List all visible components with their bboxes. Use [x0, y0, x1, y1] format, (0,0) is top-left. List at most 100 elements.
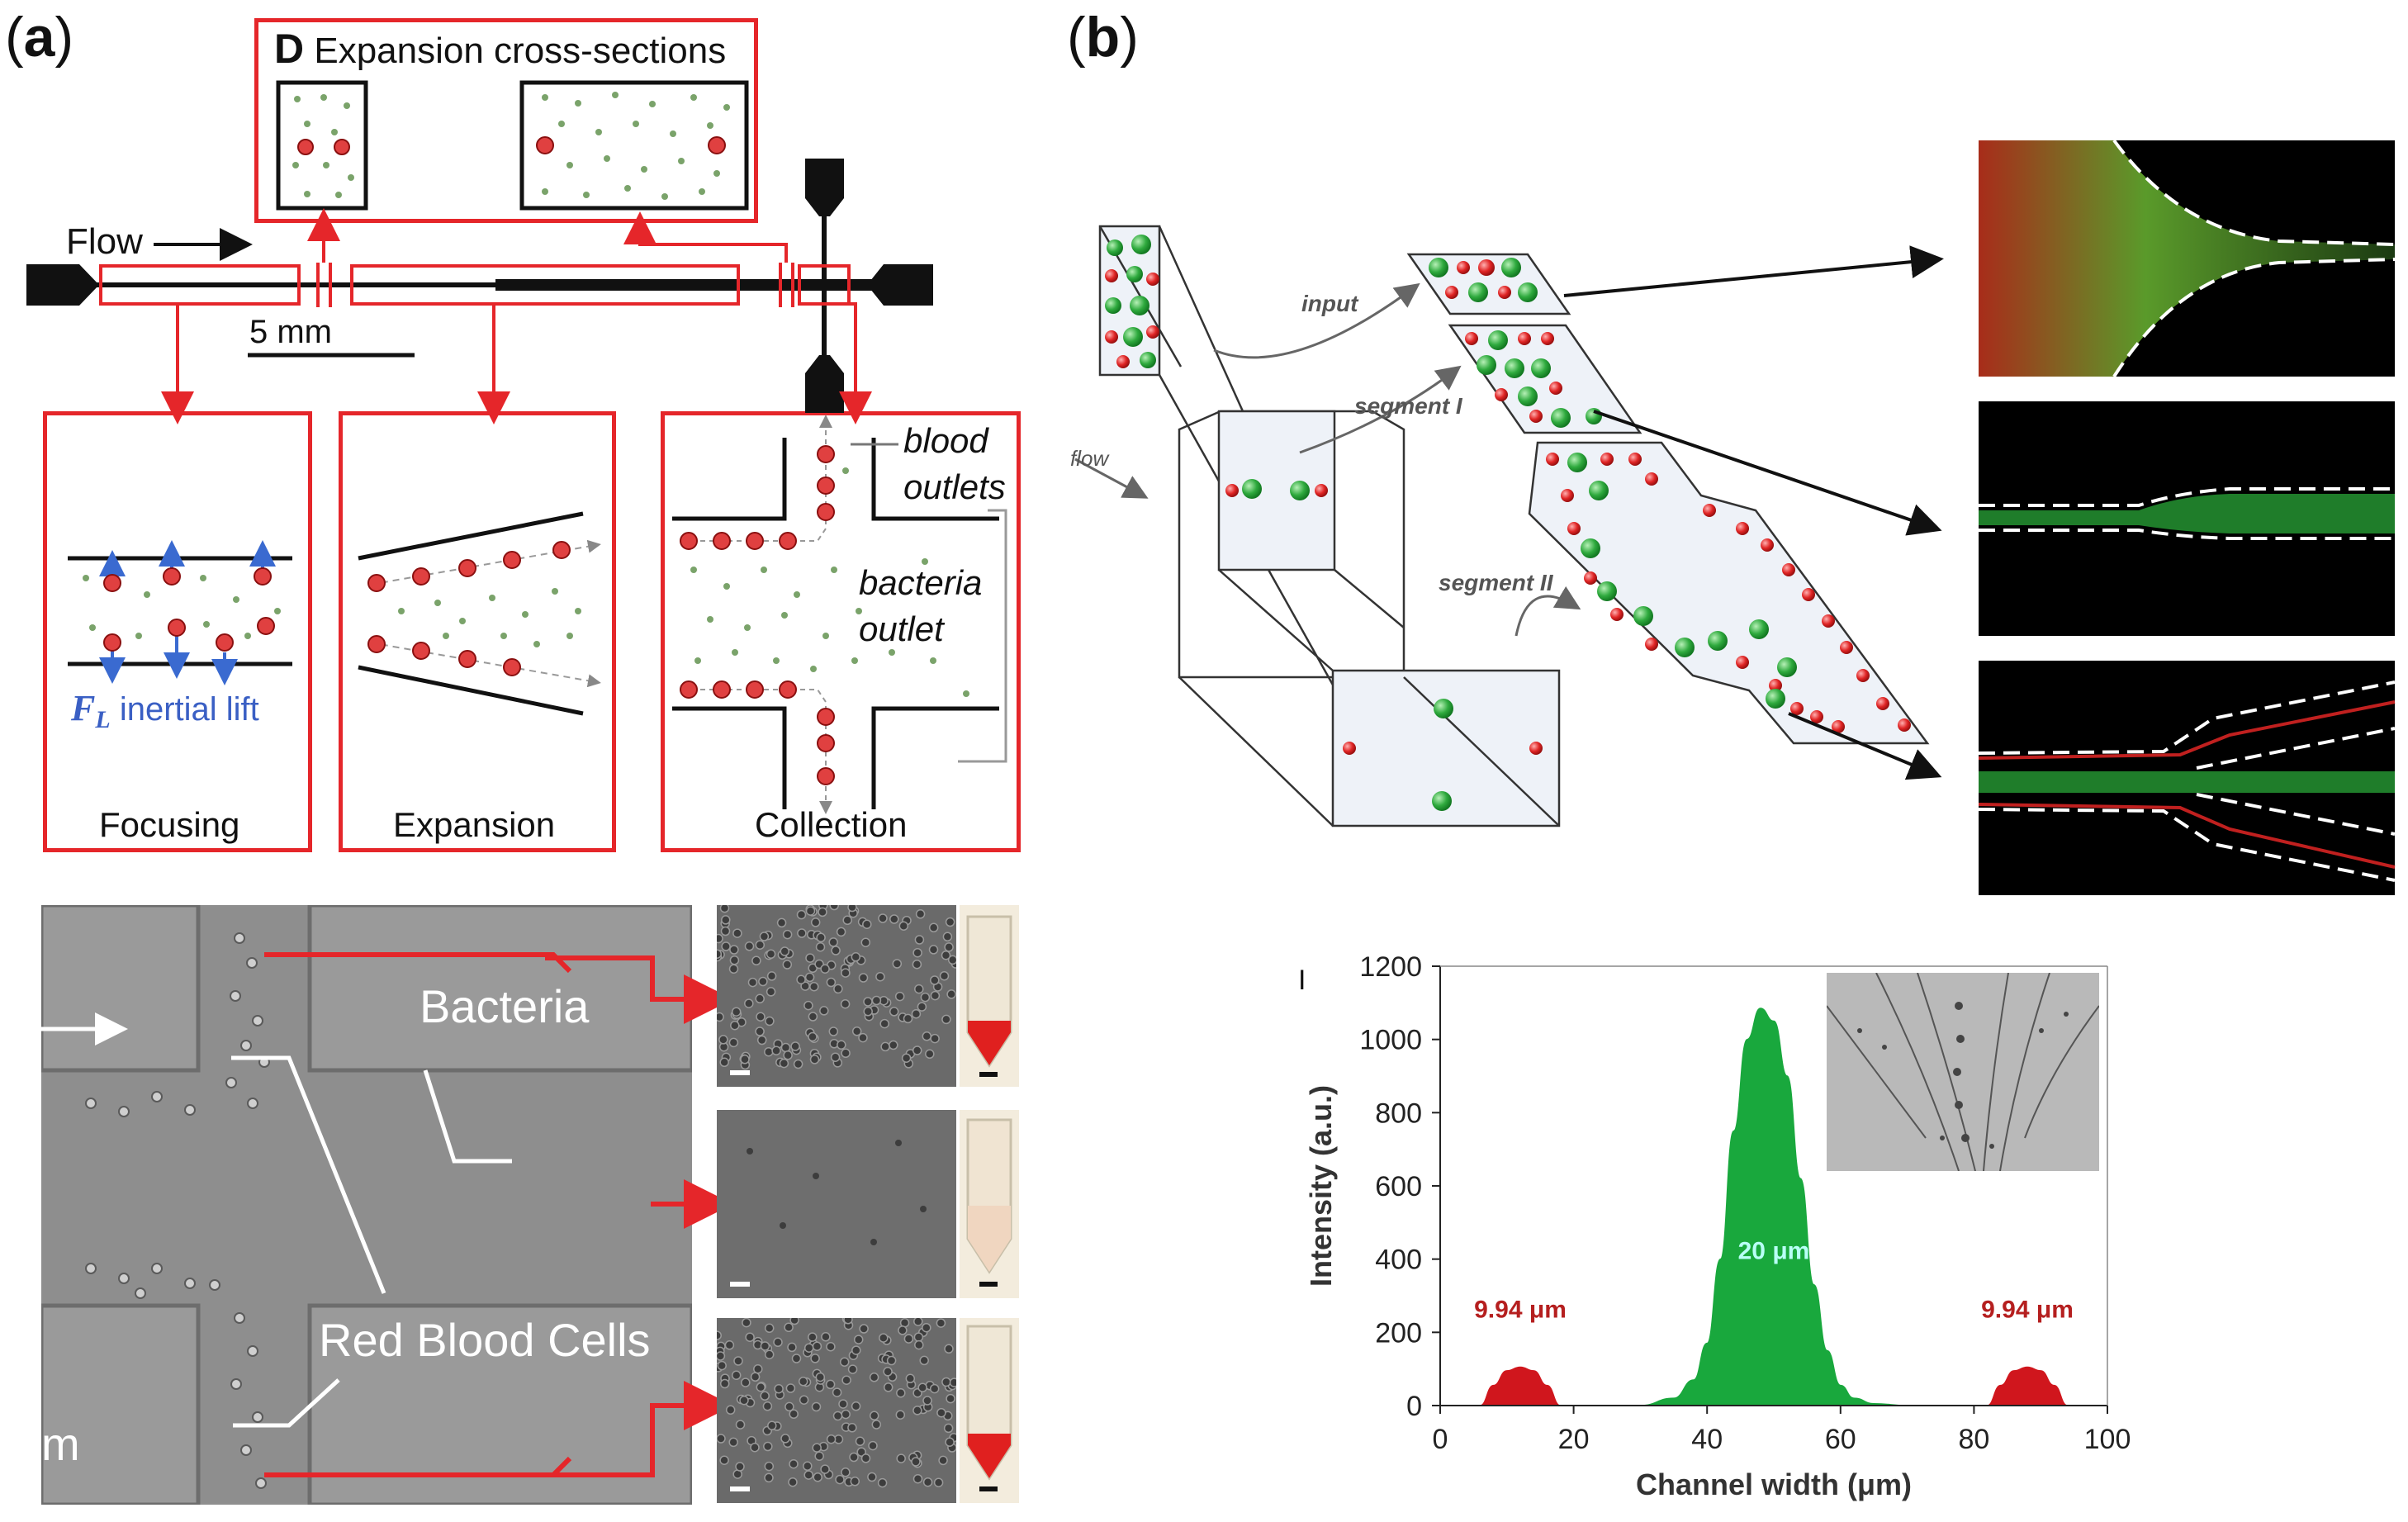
- y-tick-label-5: 1000: [1359, 1025, 1422, 1056]
- cell-dot: [750, 1442, 760, 1453]
- cell-dot: [841, 968, 851, 978]
- cell-dot: [828, 1027, 839, 1036]
- cell-dot: [919, 1355, 929, 1366]
- cell-dot: [922, 1396, 932, 1406]
- cell-dot: [883, 1367, 893, 1377]
- cell-dot: [853, 1335, 864, 1344]
- cell-dot: [756, 1035, 767, 1045]
- cell-dot: [828, 937, 838, 947]
- series-label-2: 9.94 μm: [1981, 1297, 2074, 1324]
- cell-dot: [878, 913, 888, 923]
- cell-dot: [717, 1434, 726, 1444]
- panel-a-label: (a): [5, 5, 73, 69]
- cell-dot: [847, 1423, 857, 1433]
- cell-dot: [717, 1012, 724, 1022]
- cell-dot: [784, 1322, 794, 1333]
- x-axis-label: Channel width (μm): [1636, 1467, 1912, 1501]
- input-label: input: [1301, 291, 1358, 316]
- cell-dot: [755, 940, 766, 950]
- cell-dot: [939, 970, 950, 981]
- cell-dot: [942, 932, 953, 942]
- inlet-port: [26, 264, 99, 306]
- cell-dot: [892, 959, 903, 969]
- cell-dot: [869, 1373, 879, 1382]
- cell-dot: [826, 977, 837, 988]
- cell-dot: [941, 950, 951, 960]
- inertial-lift-label: FL inertial lift: [71, 687, 259, 734]
- cell-dot: [788, 1477, 798, 1487]
- cell-dot: [847, 1364, 858, 1374]
- cell-dot: [804, 972, 815, 983]
- cell-dot: [901, 1053, 912, 1063]
- cell-dot: [720, 926, 731, 936]
- outlet-port-top: [805, 159, 844, 216]
- series-label-1: 20 μm: [1738, 1238, 1810, 1265]
- cell-dot: [717, 1330, 722, 1340]
- cell-dot: [925, 1049, 935, 1060]
- cell-dot: [841, 1467, 851, 1477]
- cell-dot: [883, 1382, 894, 1392]
- cell-dot: [851, 1027, 862, 1036]
- cell-dot: [867, 1472, 877, 1482]
- cell-dot: [905, 1373, 916, 1384]
- cell-dot: [947, 955, 956, 965]
- flow-label-b: flow: [1070, 446, 1109, 471]
- cell-dot: [773, 1337, 783, 1348]
- cell-dot: [783, 1050, 793, 1060]
- cell-dot: [789, 1318, 799, 1325]
- cell-dot: [782, 929, 793, 940]
- cell-dot: [836, 927, 846, 937]
- cross-section-narrow: [276, 80, 368, 211]
- cell-dot: [717, 1351, 726, 1361]
- bacteria-outlet-label-2: outlet: [859, 609, 944, 648]
- cell-dot: [917, 1382, 927, 1392]
- cell-dot: [920, 992, 931, 1003]
- cell-dot: [930, 975, 940, 985]
- cell-dot: [782, 960, 793, 970]
- cell-dot: [886, 1355, 897, 1366]
- cell-dot: [797, 928, 807, 938]
- cell-dot: [818, 907, 827, 917]
- cell-dot: [793, 1059, 803, 1069]
- cell-dot: [771, 1045, 781, 1055]
- cell-dot: [790, 1041, 800, 1051]
- cell-dot: [914, 935, 925, 945]
- cross-section-text: Expansion cross-sections: [314, 31, 727, 71]
- cell-dot: [895, 1410, 906, 1420]
- cell-dot: [820, 964, 830, 974]
- cell-dot: [871, 1420, 882, 1430]
- cross-section-dots: [292, 92, 730, 200]
- cell-dot: [796, 909, 807, 920]
- fluor-image-middle: [1979, 401, 2395, 636]
- cell-dot: [766, 971, 777, 981]
- cell-dot: [859, 1324, 869, 1334]
- cell-dot: [760, 1341, 770, 1351]
- series-area-0: [1480, 1366, 1561, 1406]
- cell-dot: [929, 1383, 940, 1394]
- cell-dot: [863, 1007, 873, 1017]
- cell-dot: [945, 1437, 955, 1447]
- cell-dot: [784, 1401, 794, 1412]
- cell-dot: [747, 977, 758, 988]
- cell-dot: [944, 942, 954, 952]
- cell-dot: [879, 1018, 889, 1029]
- cell-dot: [762, 1401, 773, 1411]
- cell-dot: [856, 1447, 866, 1457]
- cell-dot: [860, 937, 871, 947]
- cell-dot: [914, 1339, 924, 1350]
- chart-inset-image: [1827, 973, 2099, 1171]
- cell-dot: [787, 1342, 797, 1353]
- cell-dot: [765, 1016, 775, 1027]
- cell-dot: [825, 1379, 836, 1390]
- outlet-port-bottom: [805, 355, 844, 413]
- cell-dot: [789, 1409, 799, 1420]
- cell-dot: [820, 1464, 830, 1474]
- cell-dot: [842, 915, 852, 926]
- cell-dot: [928, 945, 939, 955]
- cell-dot: [943, 1423, 954, 1434]
- cell-dot: [808, 1012, 818, 1022]
- cell-dot: [719, 1057, 729, 1068]
- cell-dot: [869, 1411, 879, 1421]
